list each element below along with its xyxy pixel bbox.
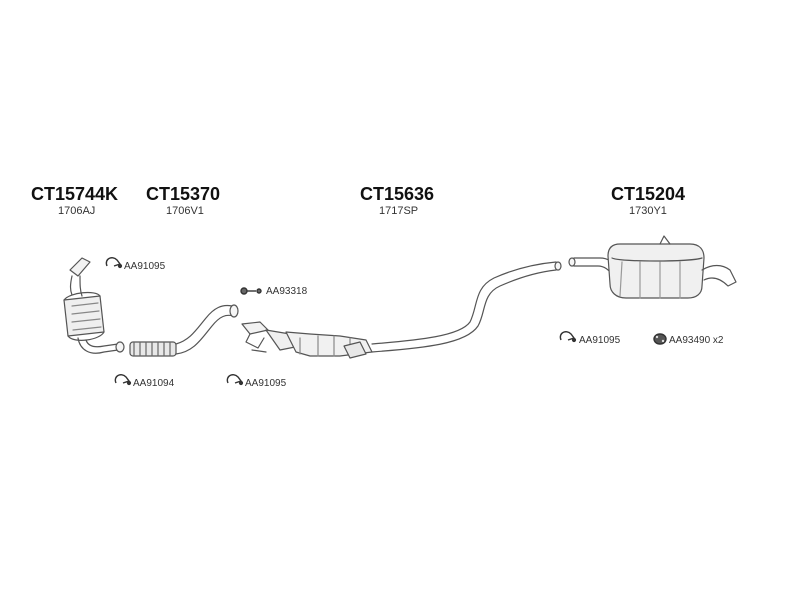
part-ref-middle-pipe: 1717SP bbox=[379, 205, 419, 217]
bolt-icon bbox=[240, 287, 262, 295]
accessory-label-bolt: AA93318 bbox=[266, 286, 308, 297]
accessory-label-clamp-bottom-left: AA91094 bbox=[133, 378, 175, 389]
rear-silencer bbox=[568, 235, 737, 299]
part-code-rear-silencer: CT15204 bbox=[611, 184, 686, 204]
part-code-middle-pipe: CT15636 bbox=[360, 184, 435, 204]
accessory-label-clamp-top-left: AA91095 bbox=[124, 261, 166, 272]
clamp-icon bbox=[559, 331, 577, 343]
catalytic-converter bbox=[63, 257, 125, 354]
part-ref-rear-silencer: 1730Y1 bbox=[629, 205, 667, 217]
clamp-icon bbox=[105, 257, 123, 269]
clamp-icon bbox=[226, 374, 244, 386]
front-pipe bbox=[129, 304, 239, 357]
part-code-front-pipe: CT15370 bbox=[146, 184, 221, 204]
part-code-catalyst: CT15744K bbox=[31, 184, 119, 204]
clamp-icon bbox=[114, 374, 132, 386]
part-ref-catalyst: 1706AJ bbox=[58, 205, 96, 217]
rubber-mount-icon bbox=[653, 333, 667, 345]
accessory-label-clamp-bottom-middle: AA91095 bbox=[245, 378, 287, 389]
accessory-label-rubber-mount: AA93490 x2 bbox=[669, 335, 724, 346]
accessory-label-clamp-right: AA91095 bbox=[579, 335, 621, 346]
middle-pipe bbox=[241, 261, 562, 359]
part-ref-front-pipe: 1706V1 bbox=[166, 205, 204, 217]
